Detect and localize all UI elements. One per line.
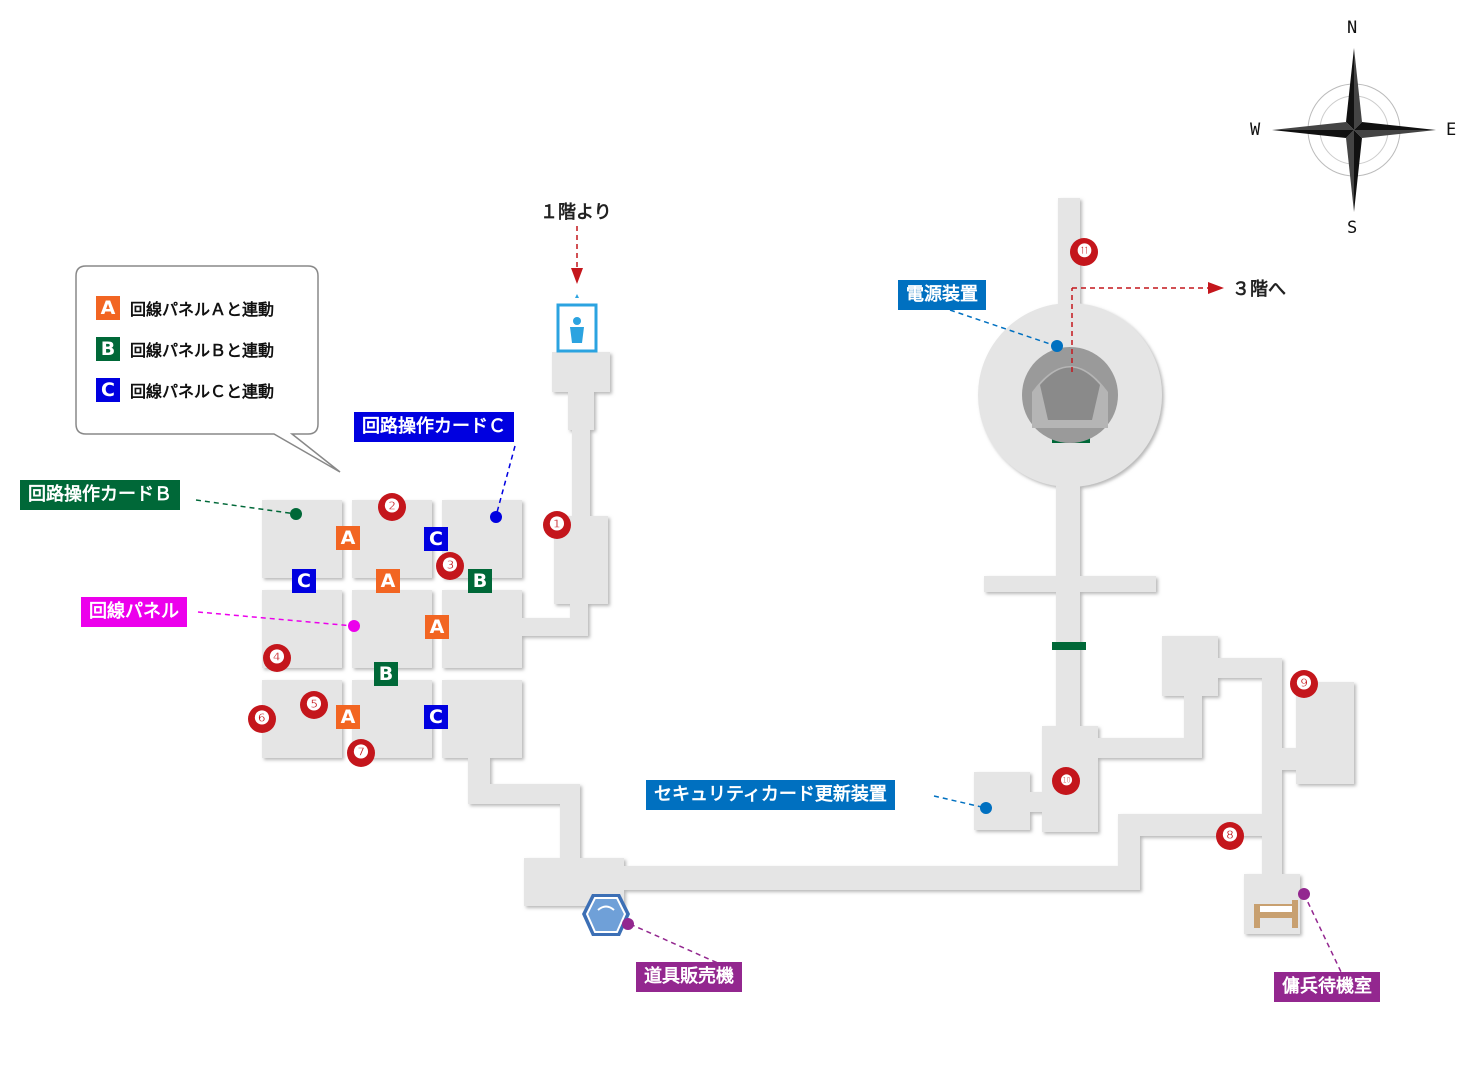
card-c-label: 回路操作カードＣ: [354, 412, 514, 442]
legend-item-c: C 回線パネルＣと連動: [96, 378, 274, 402]
legend-key-c: C: [96, 378, 120, 402]
item-vendor-label: 道具販売機: [636, 962, 742, 992]
panel-a: A: [336, 705, 360, 729]
compass-rose-icon: [1272, 48, 1436, 212]
panel-c: C: [292, 569, 316, 593]
power-device-location: [1051, 340, 1063, 352]
security-updater-label: セキュリティカード更新装置: [646, 780, 895, 810]
rooms: [262, 198, 1354, 934]
circuit-panel-label: 回線パネル: [81, 597, 187, 627]
elevator-icon: [556, 294, 598, 353]
card-c-location: [490, 511, 502, 523]
panel-a: A: [336, 526, 360, 550]
compass-w: W: [1250, 120, 1261, 140]
panel-c: C: [424, 705, 448, 729]
circuit-panel-location: [348, 620, 360, 632]
security-updater-location: [980, 802, 992, 814]
panel-b: B: [374, 662, 398, 686]
compass-n: N: [1347, 18, 1358, 38]
marker-3: ❸: [436, 552, 464, 580]
vendor-location: [622, 918, 634, 930]
legend-item-b: B 回線パネルＢと連動: [96, 337, 274, 361]
marker-10: ❿: [1052, 767, 1080, 795]
leader-lines: [195, 226, 1343, 975]
merc-room-location: [1298, 888, 1310, 900]
compass-s: S: [1347, 218, 1358, 238]
from-floor1-label: １階より: [540, 202, 612, 223]
panel-c: C: [424, 527, 448, 551]
arrow-down-icon: [571, 268, 583, 284]
legend-key-b: B: [96, 337, 120, 361]
marker-11: ⓫: [1070, 238, 1098, 266]
legend-key-a: A: [96, 296, 120, 320]
marker-8: ❽: [1216, 822, 1244, 850]
to-floor3-label: ３階へ: [1232, 279, 1286, 300]
panel-a: A: [376, 569, 400, 593]
panel-a: A: [425, 615, 449, 639]
card-b-label: 回路操作カードＢ: [20, 480, 180, 510]
legend-text-a: 回線パネルＡと連動: [130, 300, 275, 319]
arrow-right-icon: [1208, 282, 1224, 294]
marker-9: ❾: [1290, 670, 1318, 698]
marker-6: ❻: [248, 705, 276, 733]
legend: A 回線パネルＡと連動 B 回線パネルＢと連動 C 回線パネルＣと連動: [76, 266, 318, 434]
vendor-icon: [582, 894, 630, 936]
card-b-location: [290, 508, 302, 520]
power-device-icon: [1022, 347, 1118, 443]
merc-room-label: 傭兵待機室: [1274, 972, 1380, 1002]
power-device-label: 電源装置: [898, 280, 986, 310]
legend-item-a: A 回線パネルＡと連動: [96, 296, 274, 320]
panel-b: B: [468, 569, 492, 593]
door: [1052, 642, 1086, 650]
marker-7: ❼: [347, 739, 375, 767]
bed-icon: [1254, 900, 1298, 928]
marker-1: ❶: [543, 511, 571, 539]
compass-e: E: [1446, 120, 1457, 140]
marker-2: ❷: [378, 493, 406, 521]
marker-5: ❺: [300, 691, 328, 719]
legend-bubble: [75, 265, 341, 473]
marker-4: ❹: [263, 644, 291, 672]
legend-text-c: 回線パネルＣと連動: [130, 382, 275, 401]
legend-text-b: 回線パネルＢと連動: [130, 341, 275, 360]
